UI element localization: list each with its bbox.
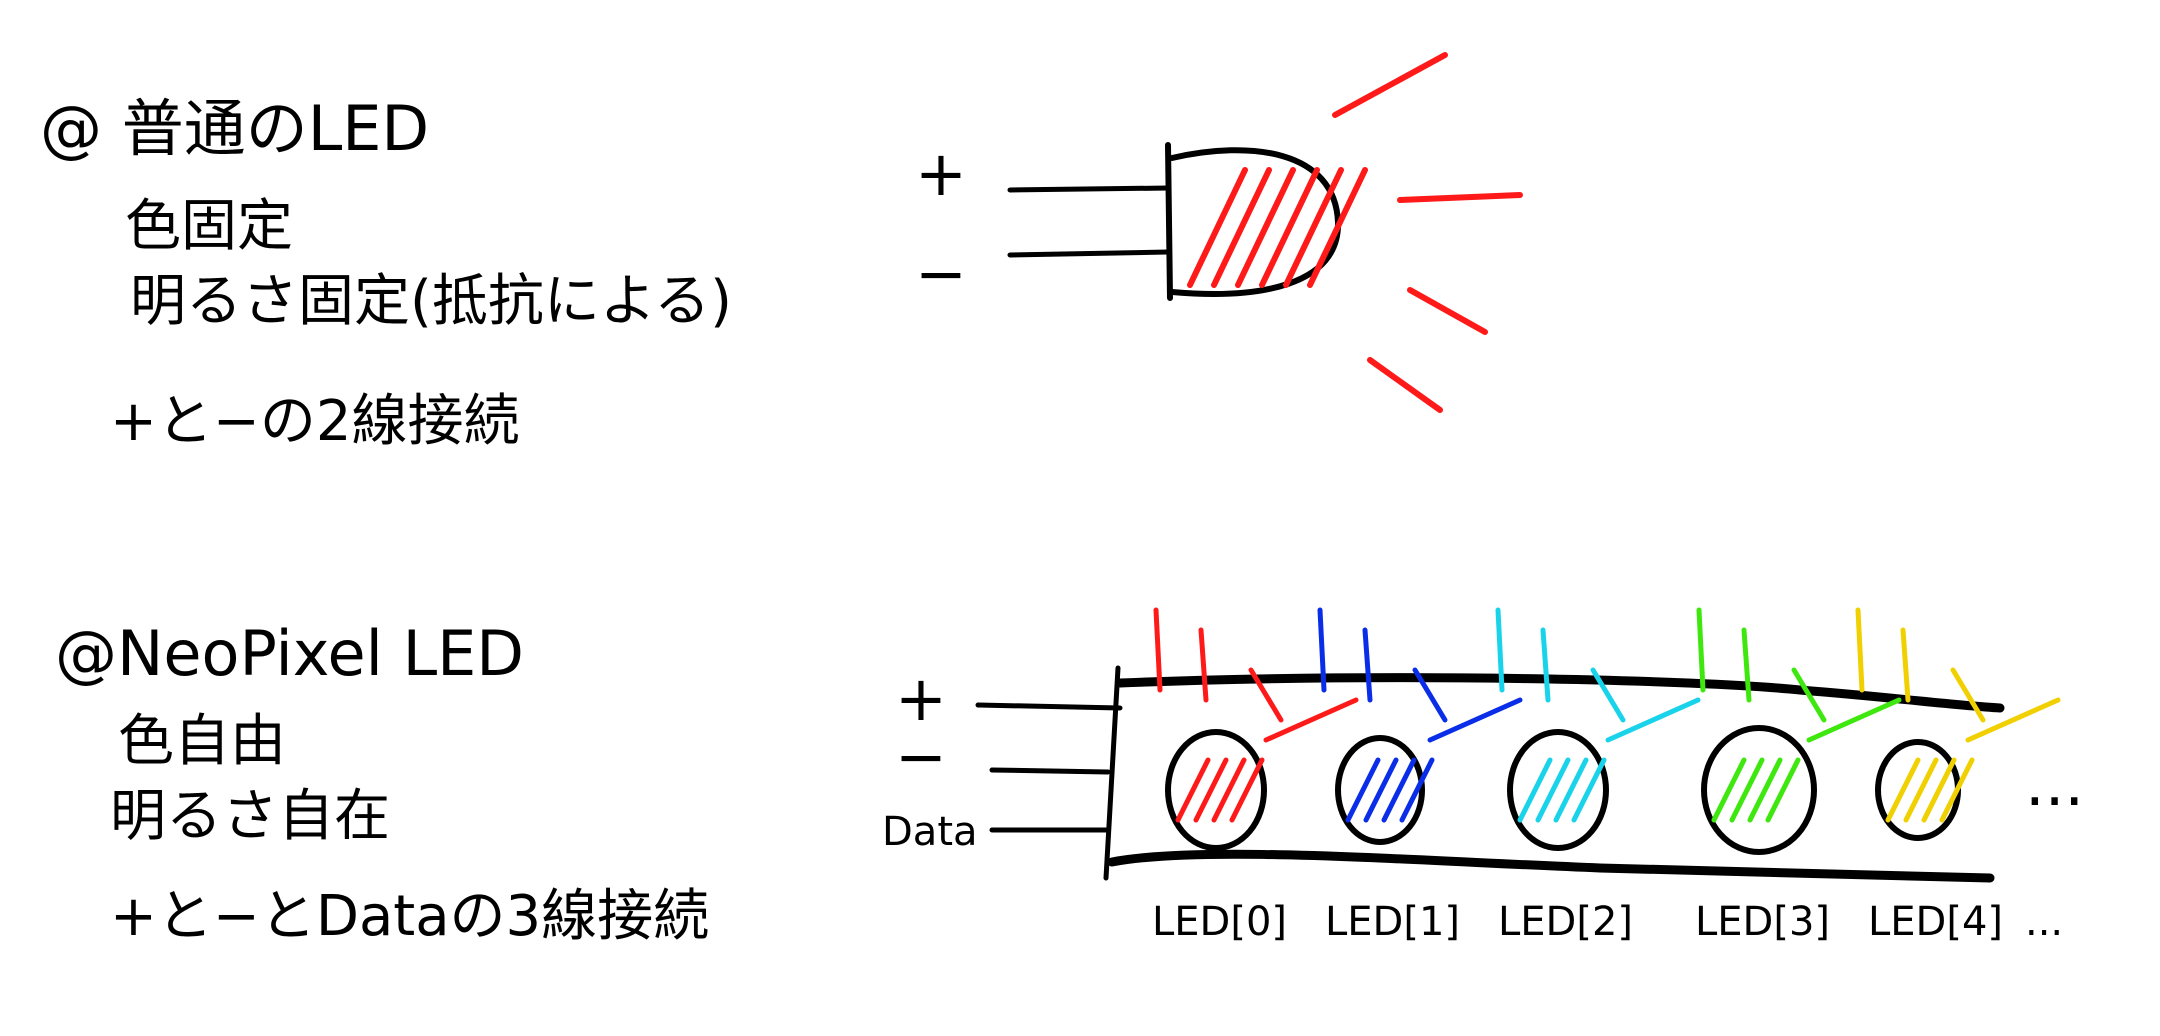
led-label: LED[1]	[1325, 899, 1460, 945]
led-light-ray	[1362, 627, 1373, 703]
strip-minus-wire	[989, 767, 1111, 775]
normal-minus-label: −	[915, 237, 967, 310]
strip-top-edge	[1115, 673, 2005, 713]
hatch-stroke	[1307, 167, 1368, 288]
led-light-ray	[1495, 607, 1505, 693]
neopixel-led-4: LED[4]	[1855, 607, 2061, 945]
neopixel-line-wiring: +と−とDataの3線接続	[110, 884, 709, 949]
normal-led-line-wiring: +と−の2線接続	[110, 389, 519, 454]
hatch-stroke	[1211, 167, 1272, 288]
led-hatch-stroke	[1903, 757, 1939, 823]
led-label: LED[4]	[1868, 899, 2003, 945]
neopixel-strip-drawing: + − Data LED[0]LED[1]LED[2]LED[3]LED[4] …	[882, 607, 2084, 945]
led-hatch	[1187, 167, 1368, 288]
neopixel-line-brightness: 明るさ自在	[110, 784, 390, 849]
led-hatch-stroke	[1193, 757, 1229, 823]
strip-minus-label: −	[895, 720, 947, 793]
neopixel-led-2: LED[2]	[1495, 607, 1701, 945]
led-hatch-stroke	[1535, 757, 1571, 823]
led-hatch-stroke	[1517, 757, 1553, 823]
led-hatch-stroke	[1571, 757, 1607, 823]
led-base	[1165, 142, 1173, 301]
led-light-ray	[1427, 697, 1523, 743]
led-light-ray	[1153, 607, 1163, 693]
led-outline	[1335, 735, 1425, 845]
led-hatch-stroke	[1553, 757, 1589, 823]
led-light-ray	[1900, 627, 1911, 703]
led-hatch-stroke	[1229, 757, 1265, 823]
led-outline	[1507, 729, 1609, 851]
led-hatch-stroke	[1747, 757, 1783, 823]
light-ray	[1407, 287, 1488, 335]
light-rays	[1332, 52, 1523, 413]
neopixel-led-1: LED[1]	[1317, 607, 1523, 945]
led-light-ray	[1412, 667, 1448, 723]
strip-bottom-edge	[1107, 849, 1995, 883]
led-light-ray	[1263, 697, 1359, 743]
led-outline	[1165, 729, 1267, 851]
led-light-ray	[1806, 697, 1902, 743]
led-light-ray	[1791, 667, 1827, 723]
led-light-ray	[1198, 627, 1209, 703]
led-hatch-stroke	[1363, 757, 1399, 823]
led-light-ray	[1590, 667, 1626, 723]
led-hatch-stroke	[1711, 757, 1747, 823]
led-hatch-stroke	[1729, 757, 1765, 823]
light-ray	[1397, 192, 1523, 203]
neopixel-led-0: LED[0]	[1152, 607, 1359, 945]
led-hatch-stroke	[1211, 757, 1247, 823]
normal-led-line-brightness: 明るさ固定(抵抗による)	[130, 269, 732, 334]
led-outline	[1875, 739, 1961, 841]
plus-lead	[1007, 185, 1171, 193]
led-hatch-stroke	[1381, 757, 1417, 823]
led-light-ray	[1248, 667, 1284, 723]
led-hatch-stroke	[1939, 757, 1975, 823]
led-hatch-stroke	[1399, 757, 1435, 823]
strip-end	[1103, 665, 1121, 881]
led-light-ray	[1741, 627, 1752, 703]
led-light-ray	[1965, 697, 2061, 743]
led-hatch-stroke	[1765, 757, 1801, 823]
hatch-stroke	[1187, 167, 1248, 288]
strip-plus-label: +	[895, 662, 947, 735]
neopixel-line-color: 色自由	[118, 709, 286, 774]
led-hatch-stroke	[1885, 757, 1921, 823]
strip-plus-wire	[975, 702, 1123, 711]
led-light-ray	[1540, 627, 1551, 703]
normal-plus-label: +	[915, 137, 967, 210]
strip-data-label: Data	[882, 809, 978, 855]
led-label: LED[3]	[1695, 899, 1830, 945]
minus-lead	[1007, 249, 1171, 258]
led-hatch-stroke	[1175, 757, 1211, 823]
led-label: LED[2]	[1498, 899, 1633, 945]
led-hatch-stroke	[1921, 757, 1957, 823]
led-light-ray	[1605, 697, 1701, 743]
led-light-ray	[1950, 667, 1986, 723]
led-label: LED[0]	[1152, 899, 1287, 945]
normal-led-line-color: 色固定	[125, 194, 293, 259]
labels-continue-ellipsis: ...	[2025, 899, 2063, 945]
hatch-stroke	[1235, 167, 1296, 288]
normal-led-title: @ 普通のLED	[40, 92, 429, 165]
strip-continues-ellipsis: ...	[2025, 747, 2084, 820]
light-ray	[1367, 357, 1443, 413]
led-light-ray	[1855, 607, 1865, 693]
light-ray	[1332, 52, 1448, 118]
led-light-ray	[1317, 607, 1327, 693]
led-light-ray	[1696, 607, 1706, 693]
led-outline	[1701, 725, 1817, 855]
led-hatch-stroke	[1345, 757, 1381, 823]
normal-led-drawing: + −	[915, 52, 1523, 413]
neopixel-led-3: LED[3]	[1695, 607, 1902, 945]
hatch-stroke	[1283, 167, 1344, 288]
hatch-stroke	[1259, 167, 1320, 288]
neopixel-title: @NeoPixel LED	[55, 617, 524, 690]
